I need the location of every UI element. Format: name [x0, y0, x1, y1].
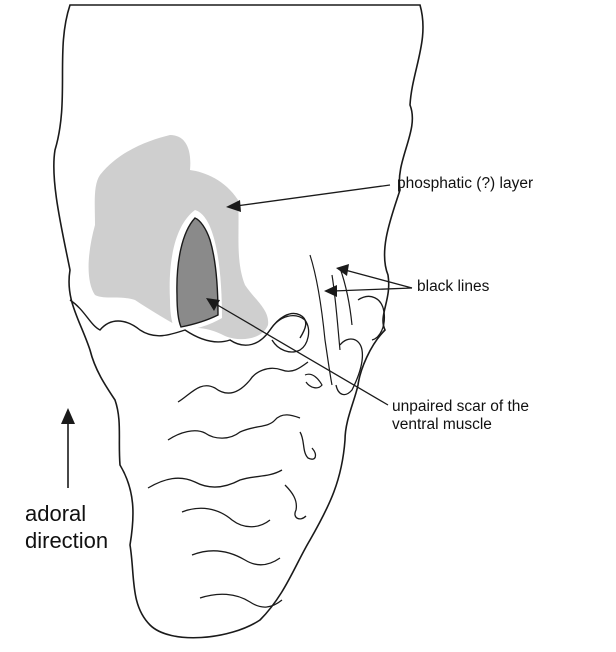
- black-lines-label: black lines: [417, 278, 489, 296]
- phosphatic-layer-label: phosphatic (?) layer: [397, 175, 533, 193]
- adoral-label-line2: direction: [25, 527, 108, 554]
- adoral-direction-label: adoral direction: [25, 500, 108, 554]
- adoral-label-line1: adoral: [25, 500, 108, 527]
- muscle-scar-label: unpaired scar of the ventral muscle: [392, 398, 529, 434]
- muscle-scar-label-line1: unpaired scar of the: [392, 398, 529, 416]
- muscle-scar-label-line2: ventral muscle: [392, 416, 529, 434]
- adoral-arrow-head: [61, 408, 75, 424]
